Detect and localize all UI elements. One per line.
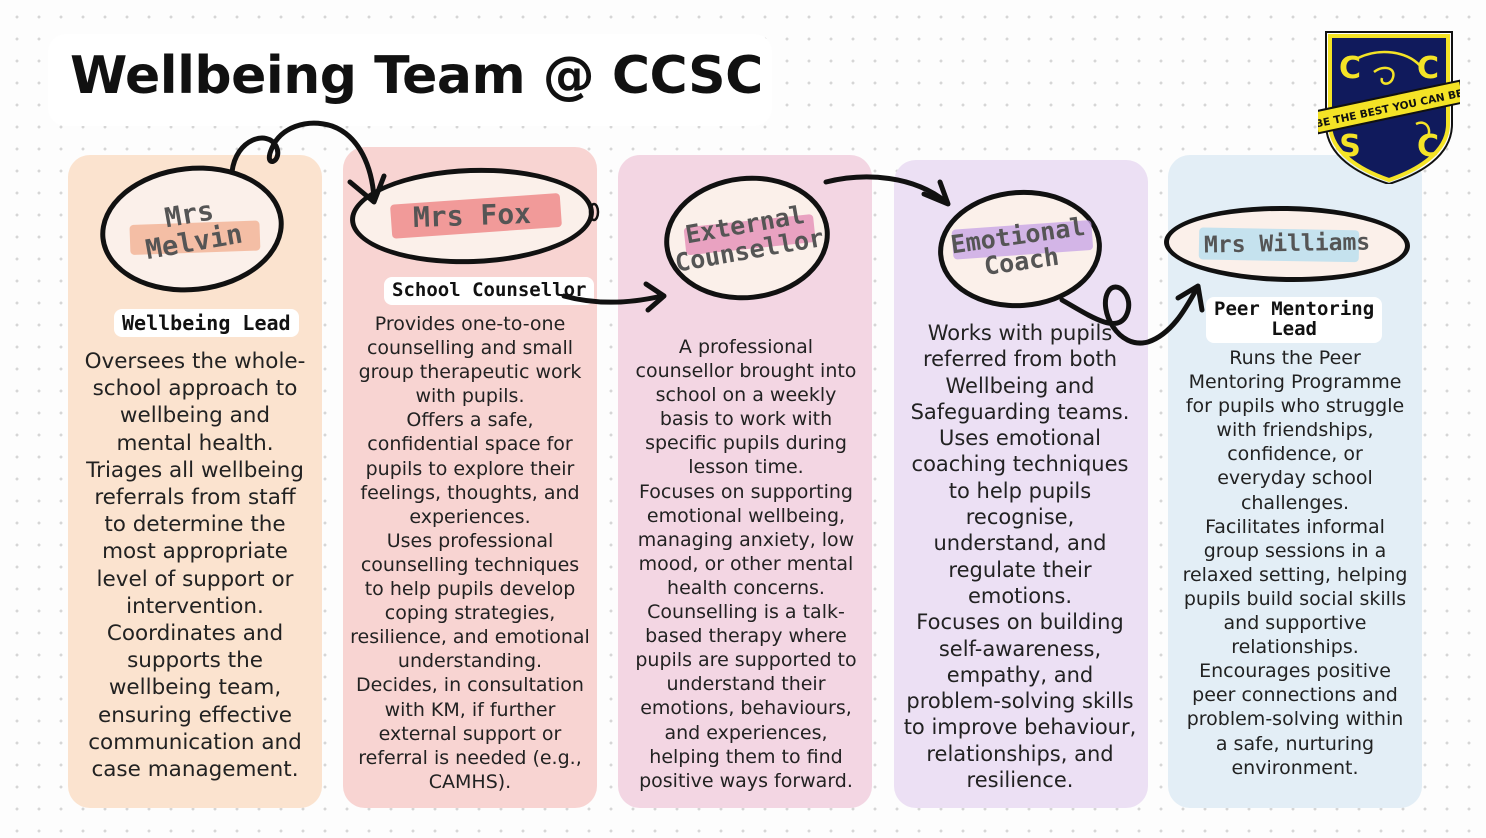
member-name: Mrs Melvin	[143, 194, 246, 267]
member-name: Mrs Fox	[412, 197, 532, 235]
description-external-counsellor: A professional counsellor brought into s…	[635, 336, 857, 792]
description-mrs-melvin: Oversees the whole- school approach to w…	[84, 349, 306, 783]
title-box	[48, 34, 772, 126]
member-name: Emotional Coach	[948, 211, 1088, 281]
page-title: Wellbeing Team @ CCSC	[70, 46, 763, 106]
description-mrs-fox: Provides one-to-one counselling and smal…	[350, 313, 590, 793]
svg-text:C: C	[1417, 129, 1439, 164]
role-tag-school-counsellor: School Counsellor	[384, 277, 595, 305]
description-emotional-coach: Works with pupils referred from both Wel…	[903, 321, 1137, 793]
school-crest-logo: C C S C BE THE BEST YOU CAN BE	[1318, 31, 1460, 184]
description-mrs-williams: Runs the Peer Mentoring Programme for pu…	[1182, 347, 1408, 779]
crest-swirl	[1373, 66, 1395, 85]
role-tag-wellbeing-lead: Wellbeing Lead	[114, 309, 299, 337]
crest-ribbon	[1318, 79, 1460, 135]
member-name: External Counsellor	[672, 199, 826, 278]
svg-text:S: S	[1339, 129, 1361, 164]
crest-swirl	[1357, 50, 1423, 69]
svg-text:C: C	[1417, 51, 1439, 86]
member-name: Mrs Williams	[1203, 229, 1371, 259]
crest-swirl	[1415, 121, 1431, 142]
crest-shield-outline	[1325, 31, 1453, 184]
role-tag-peer-mentoring-lead: Peer Mentoring Lead	[1206, 297, 1383, 343]
svg-text:C: C	[1339, 51, 1361, 86]
